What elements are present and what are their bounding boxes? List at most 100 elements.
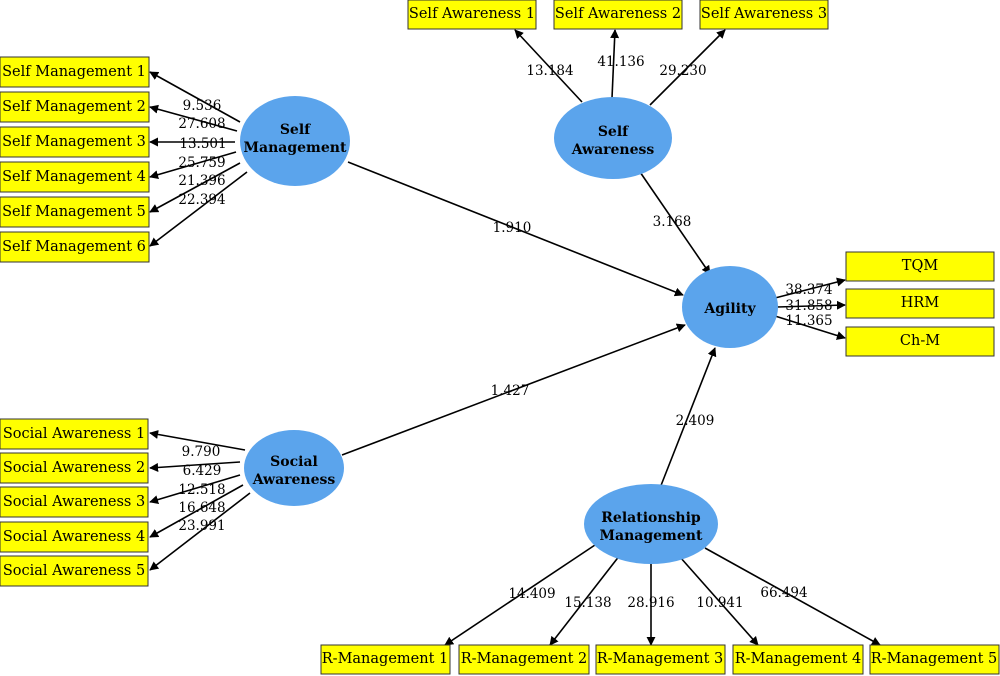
- indicator-self-management-5[interactable]: Self Management 5: [0, 196, 150, 228]
- loading-value-r-management-3: 28.916: [627, 595, 674, 611]
- loading-value-self-management-2: 27.608: [178, 116, 225, 132]
- indicator-r-management-5-label: R-Management 5: [871, 651, 998, 667]
- loading-line-social-awareness-1: [149, 429, 246, 451]
- indicator-self-awareness-1-label: Self Awareness 1: [409, 6, 535, 22]
- loading-line-self-management-2: [149, 104, 238, 132]
- indicator-agility-ch-m[interactable]: Ch-M: [845, 326, 995, 357]
- indicator-self-awareness-2[interactable]: Self Awareness 2: [553, 0, 683, 30]
- construct-relationship-management-label-2: Management: [600, 528, 703, 544]
- loading-value-self-management-6: 22.394: [178, 192, 225, 208]
- loading-value-r-management-4: 10.941: [696, 595, 743, 611]
- indicator-agility-hrm[interactable]: HRM: [845, 288, 995, 319]
- construct-agility[interactable]: Agility: [682, 266, 778, 348]
- indicator-r-management-2-label: R-Management 2: [461, 651, 588, 667]
- indicator-self-awareness-2-label: Self Awareness 2: [555, 6, 681, 22]
- construct-self-management-label-1: Self: [280, 122, 311, 138]
- indicator-self-management-5-label: Self Management 5: [2, 204, 146, 220]
- indicator-self-management-2[interactable]: Self Management 2: [0, 91, 150, 123]
- construct-self-management[interactable]: Self Management: [240, 96, 350, 186]
- construct-self-awareness-label-1: Self: [598, 124, 629, 140]
- path-value-self-awareness-to-agility: 3.168: [653, 214, 692, 230]
- indicator-social-awareness-5[interactable]: Social Awareness 5: [0, 555, 149, 587]
- loading-value-agility-tqm: 38.374: [785, 282, 832, 298]
- indicator-self-management-1[interactable]: Self Management 1: [0, 56, 150, 88]
- loading-value-r-management-5: 66.494: [760, 585, 807, 601]
- indicator-social-awareness-1-label: Social Awareness 1: [3, 426, 145, 442]
- indicator-social-awareness-4[interactable]: Social Awareness 4: [0, 521, 149, 553]
- loading-line-agility-2: [776, 300, 846, 310]
- loading-line-self-awareness-2: [610, 29, 620, 99]
- loading-value-self-management-4: 25.759: [178, 155, 225, 171]
- loading-value-self-management-5: 21.396: [178, 173, 225, 189]
- loading-line-r-management-1: [444, 544, 596, 646]
- construct-self-awareness[interactable]: Self Awareness: [554, 97, 672, 179]
- indicator-social-awareness-1[interactable]: Social Awareness 1: [0, 418, 149, 450]
- indicator-social-awareness-2-label: Social Awareness 2: [3, 460, 145, 476]
- path-value-relationship-management-to-agility: 2.409: [676, 413, 715, 429]
- construct-self-management-label-2: Management: [244, 140, 347, 156]
- indicator-r-management-3[interactable]: R-Management 3: [595, 644, 726, 675]
- indicator-self-management-6-label: Self Management 6: [2, 239, 146, 255]
- loading-value-self-management-1: 9.536: [183, 98, 222, 114]
- indicator-self-management-4[interactable]: Self Management 4: [0, 161, 150, 193]
- indicator-self-management-2-label: Self Management 2: [2, 99, 146, 115]
- loading-value-social-awareness-1: 9.790: [182, 444, 221, 460]
- loading-line-social-awareness-2: [149, 461, 241, 472]
- indicator-agility-hrm-label: HRM: [901, 295, 940, 311]
- loading-line-self-management-6: [149, 171, 248, 247]
- loading-line-self-management-4: [149, 151, 237, 180]
- path-line-self-awareness-to-agility: [639, 171, 711, 275]
- construct-social-awareness-label-2: Awareness: [252, 472, 336, 488]
- indicator-agility-tqm[interactable]: TQM: [845, 251, 995, 282]
- indicator-social-awareness-3[interactable]: Social Awareness 3: [0, 486, 149, 518]
- loading-value-r-management-1: 14.409: [508, 586, 555, 602]
- loading-value-social-awareness-3: 12.518: [178, 482, 225, 498]
- indicator-social-awareness-3-label: Social Awareness 3: [3, 494, 145, 510]
- loading-line-social-awareness-4: [149, 484, 244, 538]
- construct-social-awareness-label-1: Social: [270, 454, 318, 470]
- indicator-self-management-1-label: Self Management 1: [2, 64, 146, 80]
- loading-value-agility-hrm: 31.858: [785, 298, 832, 314]
- loading-line-agility-3: [774, 315, 846, 340]
- loading-value-self-awareness-1: 13.184: [526, 63, 573, 79]
- indicator-r-management-3-label: R-Management 3: [597, 651, 724, 667]
- indicator-social-awareness-5-label: Social Awareness 5: [3, 563, 145, 579]
- construct-self-awareness-label-2: Awareness: [571, 142, 655, 158]
- loading-value-self-awareness-3: 29.230: [659, 63, 706, 79]
- construct-agility-label: Agility: [703, 301, 756, 317]
- construct-social-awareness[interactable]: Social Awareness: [244, 430, 344, 506]
- loading-line-agility-1: [774, 277, 846, 299]
- indicator-r-management-4-label: R-Management 4: [735, 651, 862, 667]
- construct-relationship-management[interactable]: Relationship Management: [584, 484, 718, 564]
- loading-line-social-awareness-5: [149, 492, 251, 571]
- indicator-self-management-3[interactable]: Self Management 3: [0, 126, 150, 158]
- indicator-self-management-4-label: Self Management 4: [2, 169, 146, 185]
- indicator-self-awareness-3[interactable]: Self Awareness 3: [699, 0, 829, 30]
- loading-value-agility-ch-m: 11.365: [785, 313, 832, 329]
- indicator-social-awareness-2[interactable]: Social Awareness 2: [0, 452, 149, 484]
- indicator-r-management-4[interactable]: R-Management 4: [732, 644, 864, 675]
- loading-value-self-management-3: 13.501: [179, 136, 226, 152]
- indicator-r-management-1-label: R-Management 1: [322, 651, 449, 667]
- loading-value-social-awareness-4: 16.648: [178, 500, 225, 516]
- path-line-self-management-to-agility: [347, 161, 684, 297]
- indicator-r-management-2[interactable]: R-Management 2: [458, 644, 590, 675]
- indicator-r-management-5[interactable]: R-Management 5: [869, 644, 1000, 675]
- indicator-r-management-1[interactable]: R-Management 1: [320, 644, 451, 675]
- loading-value-self-awareness-2: 41.136: [597, 54, 644, 70]
- loading-line-r-management-2: [549, 554, 621, 646]
- path-line-social-awareness-to-agility: [341, 323, 686, 456]
- indicator-social-awareness-4-label: Social Awareness 4: [3, 529, 145, 545]
- loading-line-r-management-5: [704, 547, 881, 646]
- indicator-self-management-6[interactable]: Self Management 6: [0, 231, 150, 263]
- indicator-agility-ch-m-label: Ch-M: [900, 333, 940, 349]
- path-value-social-awareness-to-agility: 1.427: [491, 383, 530, 399]
- loading-value-r-management-2: 15.138: [564, 595, 611, 611]
- loading-line-r-management-4: [679, 556, 759, 646]
- indicator-self-awareness-1[interactable]: Self Awareness 1: [407, 0, 537, 30]
- construct-relationship-management-label-1: Relationship: [601, 510, 701, 526]
- indicator-self-awareness-3-label: Self Awareness 3: [701, 6, 827, 22]
- loading-line-self-management-5: [149, 162, 241, 213]
- loading-line-self-awareness-3: [649, 29, 726, 106]
